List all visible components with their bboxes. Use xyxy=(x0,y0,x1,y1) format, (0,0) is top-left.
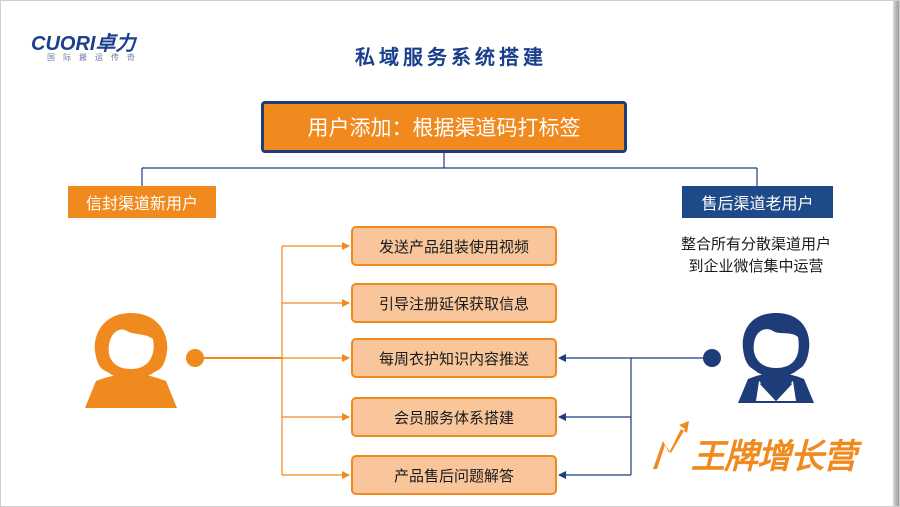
brand-logo: 王牌增长营 xyxy=(691,437,857,477)
right-description-line: 到企业微信集中运营 xyxy=(688,257,824,275)
service-item-video: 发送产品组装使用视频 xyxy=(351,226,557,266)
service-item-membership: 会员服务体系搭建 xyxy=(351,397,557,437)
top-bracket xyxy=(141,153,758,186)
service-item-knowledge: 每周衣护知识内容推送 xyxy=(351,338,557,378)
service-item-aftersales: 产品售后问题解答 xyxy=(351,455,557,495)
new-user-channel-box: 信封渠道新用户 xyxy=(68,186,216,218)
right-node-dot xyxy=(703,349,721,367)
logo: CUORI卓力 xyxy=(31,33,136,55)
left-tree xyxy=(195,242,350,479)
user-add-box: 用户添加：根据渠道码打标签 xyxy=(261,101,627,153)
right-description: 整合所有分散渠道用户 到企业微信集中运营 xyxy=(661,233,851,277)
right-description-line: 整合所有分散渠道用户 xyxy=(680,235,831,253)
old-user-channel-box: 售后渠道老用户 xyxy=(682,186,833,218)
page-title: 私域服务系统搭建 xyxy=(355,45,547,69)
growth-arrow-icon xyxy=(653,421,689,469)
right-tree xyxy=(558,354,712,479)
person-navy-icon xyxy=(738,313,814,403)
service-item-warranty: 引导注册延保获取信息 xyxy=(351,283,557,323)
logo-tagline: 国际搬运传奇 xyxy=(47,53,143,62)
left-node-dot xyxy=(186,349,204,367)
person-orange-icon xyxy=(85,313,177,408)
